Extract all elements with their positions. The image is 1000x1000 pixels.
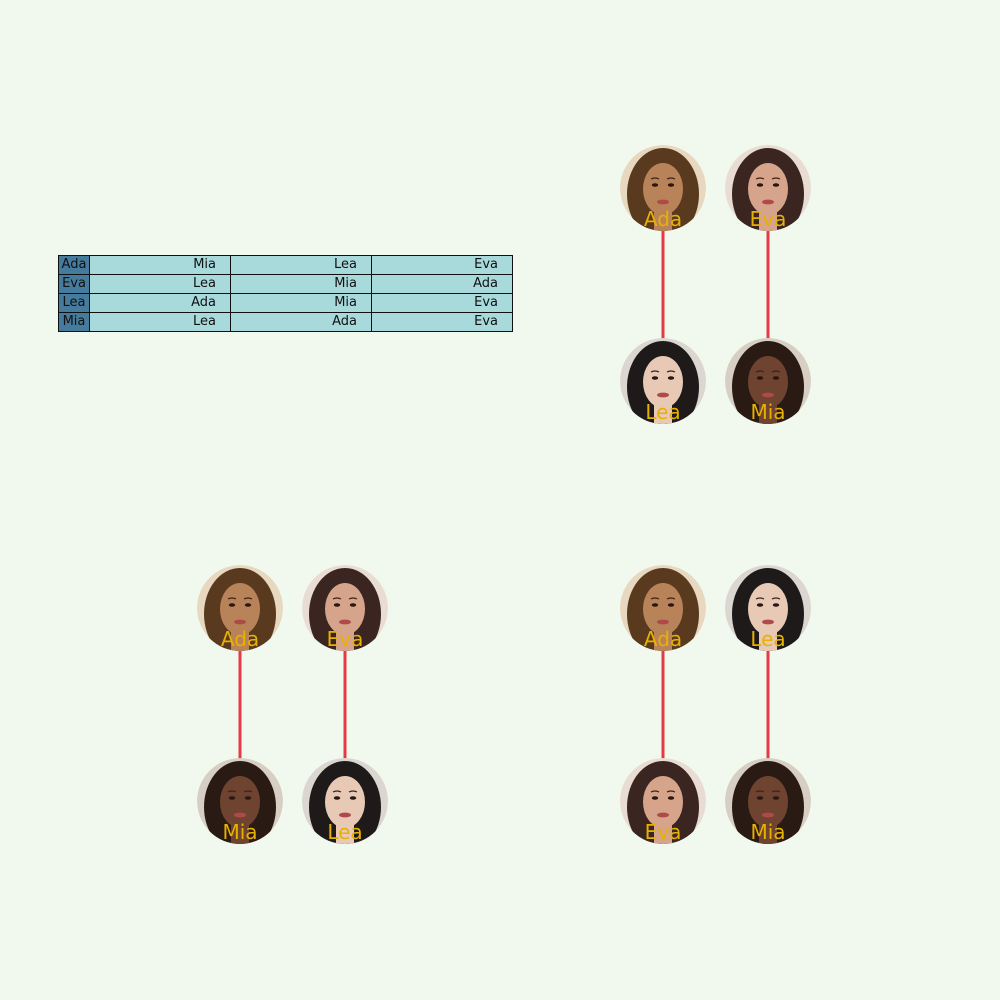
person-avatar xyxy=(725,338,811,424)
person-label: Mia xyxy=(750,400,785,424)
person-label: Ada xyxy=(221,627,259,651)
preference-cell: Lea xyxy=(89,312,231,332)
preference-cell: Lea xyxy=(89,274,231,294)
person-avatar xyxy=(197,758,283,844)
row-name-cell: Lea xyxy=(58,293,90,313)
person-avatar xyxy=(302,565,388,651)
person-avatar xyxy=(725,565,811,651)
person-avatar xyxy=(725,758,811,844)
preference-cell: Mia xyxy=(230,293,372,313)
person-label: Mia xyxy=(750,820,785,844)
preference-cell: Mia xyxy=(89,255,231,275)
person-label: Mia xyxy=(222,820,257,844)
person-avatar xyxy=(725,145,811,231)
person-label: Ada xyxy=(644,627,682,651)
person-label: Lea xyxy=(327,820,362,844)
person-label: Lea xyxy=(645,400,680,424)
row-name-cell: Mia xyxy=(58,312,90,332)
person-label: Ada xyxy=(644,207,682,231)
preference-cell: Mia xyxy=(230,274,372,294)
preference-cell: Lea xyxy=(230,255,372,275)
preference-cell: Ada xyxy=(230,312,372,332)
person-label: Eva xyxy=(645,820,682,844)
person-label: Eva xyxy=(750,207,787,231)
person-label: Lea xyxy=(750,627,785,651)
person-avatar xyxy=(620,565,706,651)
person-avatar xyxy=(620,145,706,231)
preference-cell: Eva xyxy=(371,312,513,332)
person-avatar xyxy=(197,565,283,651)
person-avatar xyxy=(302,758,388,844)
person-avatar xyxy=(620,338,706,424)
person-label: Eva xyxy=(327,627,364,651)
row-name-cell: Ada xyxy=(58,255,90,275)
person-avatar xyxy=(620,758,706,844)
row-name-cell: Eva xyxy=(58,274,90,294)
